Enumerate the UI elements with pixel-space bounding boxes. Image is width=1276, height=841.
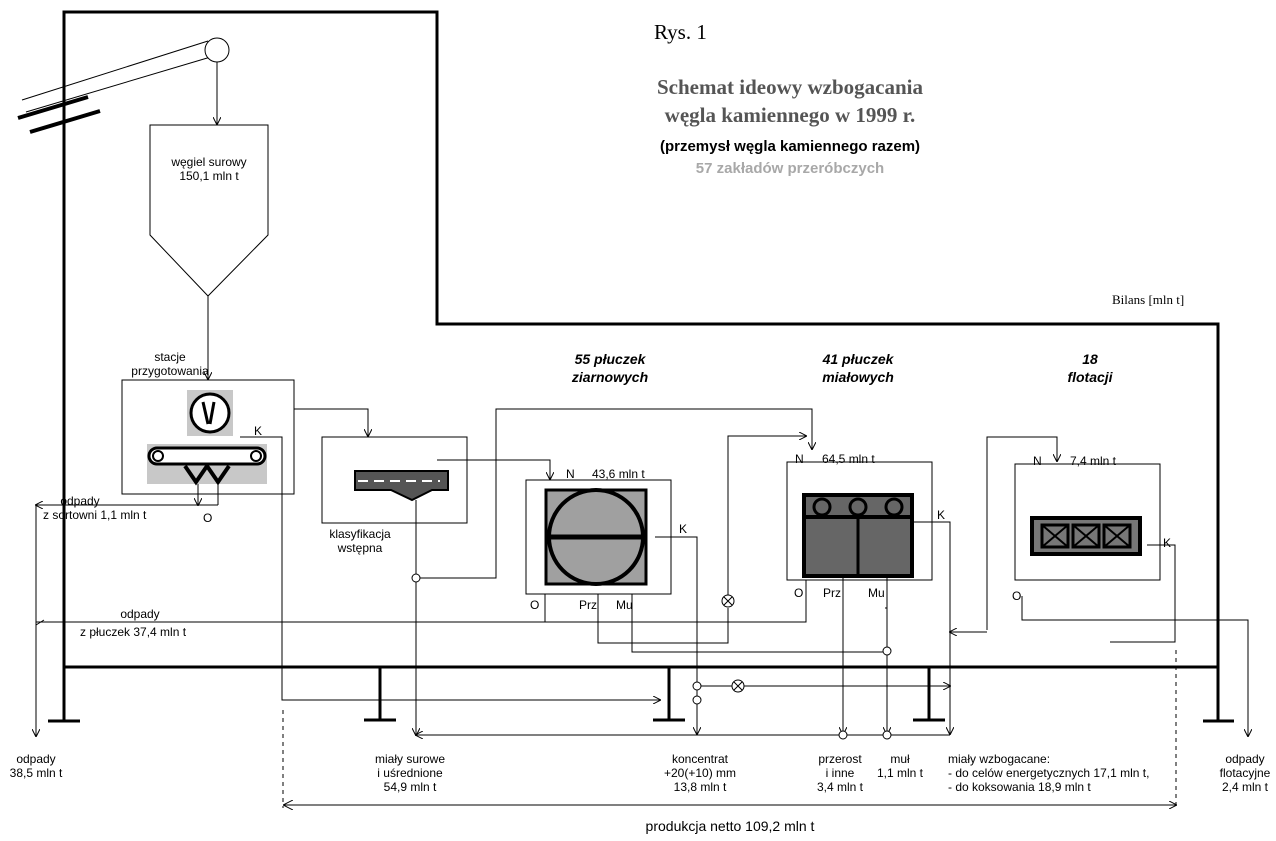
fine-washer [786, 461, 933, 581]
flot-waste-label-3: 2,4 mln t [1221, 780, 1269, 794]
fine-feed-amount: 64,5 mln t [822, 452, 875, 466]
fine-washer-title-1: 41 płuczek [822, 351, 894, 367]
raw-coal-label: węgiel surowy [171, 155, 247, 169]
prep-station-label-1: stacje [154, 350, 186, 364]
total-waste-label-2: 38,5 mln t [9, 766, 63, 780]
concentrate-label-2: +20(+10) mm [663, 766, 737, 780]
middlings-label-2: i inne [825, 766, 855, 780]
enriched-fines-label-2: - do celów energetycznych 17,1 mln t, [948, 766, 1150, 780]
fine-port-mu: Mu [868, 586, 885, 600]
classification-label-1: klasyfikacja [329, 527, 391, 541]
balance-label: Bilans [mln t] [1112, 292, 1185, 307]
grain-washer-title-1: 55 płuczek [574, 351, 646, 367]
grain-port-mu: Mu [616, 598, 633, 612]
figure-label: Rys. 1 [654, 20, 707, 44]
diagram-title-line2: węgla kamiennego w 1999 r. [664, 103, 916, 127]
total-waste-label-1: odpady [16, 752, 56, 766]
prep-port-k: K [254, 424, 263, 438]
flotation-title-1: 18 [1082, 351, 1098, 367]
flot-port-k: K [1163, 536, 1172, 550]
plants-count: 57 zakładów przeróbczych [695, 160, 885, 177]
fine-washer-title-2: miałowych [822, 369, 894, 385]
prep-station-label-2: przygotowania [131, 364, 209, 378]
grain-port-o: O [530, 598, 540, 612]
sort-waste-label-2: z sortowni 1,1 mln t [43, 508, 147, 522]
enriched-fines-label-3: - do koksowania 18,9 mln t [948, 780, 1091, 794]
fine-port-prz: Prz [823, 586, 841, 600]
washer-waste-label-1: odpady [120, 607, 160, 621]
grain-feed-amount: 43,6 mln t [592, 467, 645, 481]
grain-washer [525, 479, 672, 595]
grain-port-k: K [679, 522, 688, 536]
fine-port-o: O [794, 586, 804, 600]
middlings-label-1: przerost [818, 752, 862, 766]
fine-feed-port: N [795, 452, 804, 466]
flot-feed-amount: 7,4 mln t [1070, 454, 1117, 468]
prep-port-o: O [203, 511, 213, 525]
conveyor-belt [17, 37, 230, 134]
diagram-subtitle: (przemysł węgla kamiennego razem) [659, 138, 921, 155]
classification-label-2: wstępna [337, 541, 383, 555]
raw-fines-label-2: i uśrednione [377, 766, 443, 780]
concentrate-label-1: koncentrat [671, 752, 729, 766]
net-production-label: produkcja netto 109,2 mln t [645, 818, 815, 834]
diagram-title-line1: Schemat ideowy wzbogacania [657, 75, 923, 99]
raw-coal-amount: 150,1 mln t [179, 169, 239, 183]
washer-waste-label-2: z płuczek 37,4 mln t [80, 625, 187, 639]
sludge-label-1: muł [890, 752, 910, 766]
flot-waste-label-2: flotacyjne [1219, 766, 1271, 780]
flotation-cell [1014, 463, 1161, 581]
grain-washer-title-2: ziarnowych [571, 369, 649, 385]
middlings-label-3: 3,4 mln t [816, 780, 864, 794]
flot-port-o: O [1012, 589, 1022, 603]
flotation-title-2: flotacji [1067, 369, 1113, 385]
concentrate-label-3: 13,8 mln t [673, 780, 727, 794]
raw-fines-label-3: 54,9 mln t [383, 780, 437, 794]
sludge-label-2: 1,1 mln t [876, 766, 924, 780]
fine-port-k: K [937, 508, 946, 522]
sort-waste-label-1: odpady [60, 494, 100, 508]
grain-feed-port: N [566, 467, 575, 481]
raw-fines-label-1: miały surowe [374, 752, 446, 766]
grain-port-prz: Prz [579, 598, 597, 612]
raw-coal-bunker [149, 124, 269, 297]
flot-waste-label-1: odpady [1225, 752, 1265, 766]
building-outline [48, 10, 1234, 723]
enriched-fines-label-1: miały wzbogacane: [948, 752, 1051, 766]
classification-screen [321, 436, 468, 524]
flot-feed-port: N [1033, 454, 1042, 468]
